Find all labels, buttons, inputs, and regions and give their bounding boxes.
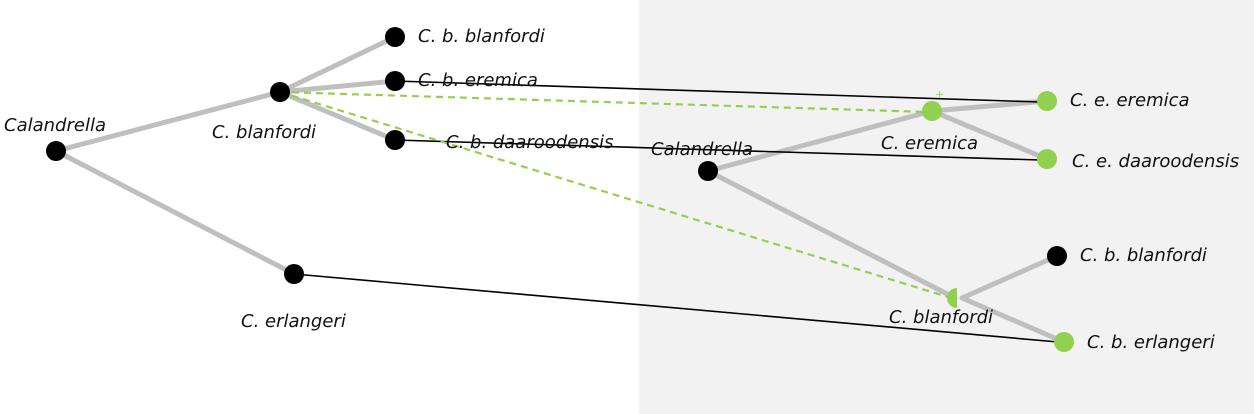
link-line <box>394 139 1041 161</box>
right-tree-branches <box>705 98 1067 345</box>
dashed-link <box>279 90 949 299</box>
branch <box>277 89 398 143</box>
label-blanfordi: C. blanfordi <box>212 122 316 143</box>
link-line <box>293 273 1059 343</box>
label-leaf: C. b. daaroodensis <box>446 132 613 153</box>
dashed-link <box>279 90 929 114</box>
node-leaf[interactable] <box>1054 332 1074 352</box>
branch <box>277 78 398 95</box>
right-tree-labels: Calandrella C. eremica C. e. eremica C. … <box>651 90 1239 353</box>
label-erlangeri: C. erlangeri <box>241 311 346 332</box>
left-tree-labels: Calandrella C. blanfordi C. b. blanfordi… <box>4 26 613 332</box>
node-eremica[interactable] <box>922 101 942 121</box>
node-leaf[interactable] <box>1047 246 1067 266</box>
branch <box>53 148 297 277</box>
node-leaf[interactable] <box>385 71 405 91</box>
label-leaf: C. e. eremica <box>1070 90 1190 111</box>
label-blanfordi: C. blanfordi <box>889 307 993 328</box>
branch <box>277 34 398 95</box>
label-root: Calandrella <box>651 139 753 160</box>
label-eremica: C. eremica <box>881 133 978 154</box>
node-blanfordi[interactable] <box>270 82 290 102</box>
link-line <box>394 80 1041 103</box>
right-tree-nodes: + <box>698 88 1074 352</box>
label-leaf: C. e. daaroodensis <box>1072 151 1239 172</box>
node-leaf[interactable] <box>385 27 405 47</box>
node-leaf[interactable] <box>385 130 405 150</box>
plus-marker-icon: + <box>935 88 944 101</box>
node-leaf[interactable] <box>1037 91 1057 111</box>
branch <box>959 295 1067 345</box>
label-leaf: C. b. erlangeri <box>1087 332 1215 353</box>
label-root: Calandrella <box>4 115 106 136</box>
node-root[interactable] <box>46 141 66 161</box>
label-leaf: C. b. blanfordi <box>418 26 545 47</box>
label-leaf: C. b. blanfordi <box>1080 245 1207 266</box>
label-leaf: C. b. eremica <box>418 70 538 91</box>
node-root[interactable] <box>698 161 718 181</box>
branch <box>929 98 1050 114</box>
correspondence-links <box>279 80 1059 343</box>
branch <box>929 108 1050 162</box>
left-tree-nodes <box>46 27 405 284</box>
node-leaf[interactable] <box>1037 149 1057 169</box>
branch <box>705 108 935 174</box>
right-panel-background <box>639 0 1254 414</box>
branch <box>705 168 958 301</box>
branch <box>53 89 283 154</box>
node-erlangeri[interactable] <box>284 264 304 284</box>
left-tree-branches <box>53 34 398 277</box>
branch <box>959 253 1060 301</box>
node-blanfordi-half[interactable] <box>947 288 957 308</box>
